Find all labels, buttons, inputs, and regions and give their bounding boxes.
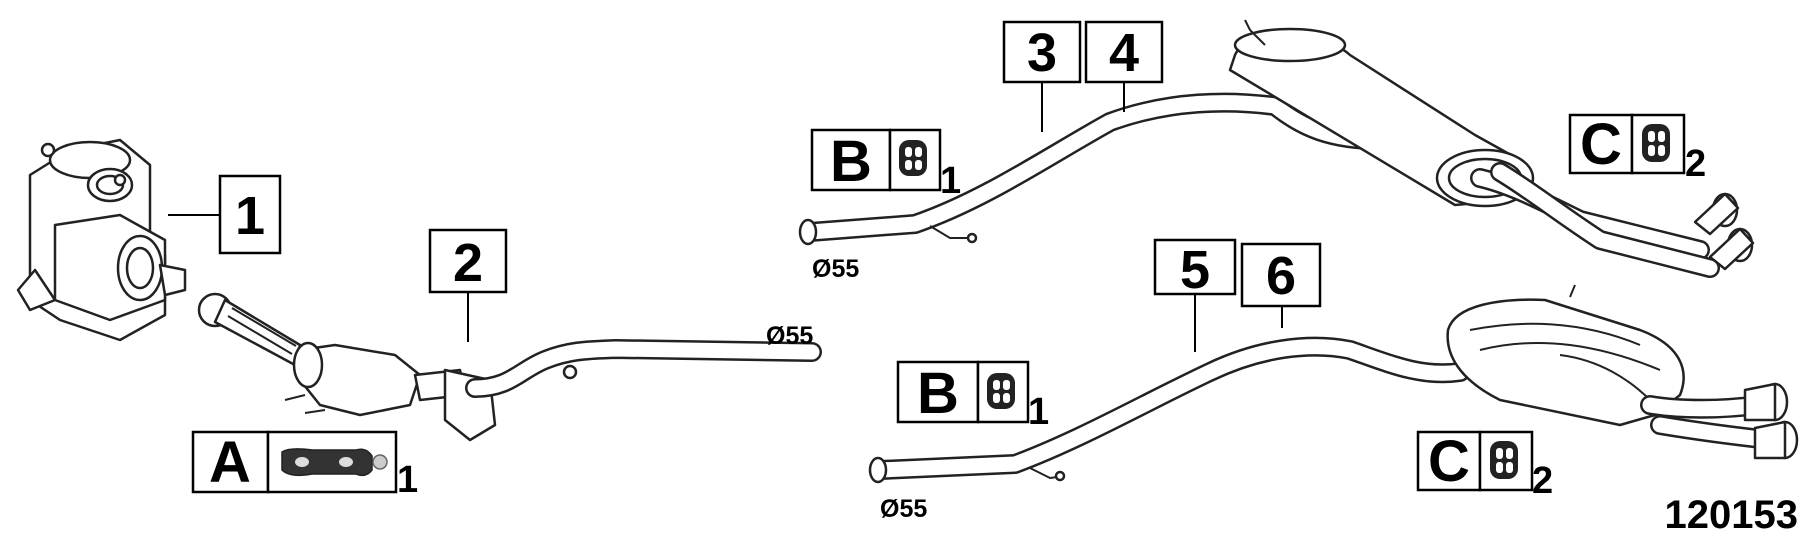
kit-quantity: 2: [1532, 460, 1553, 502]
part-number-label: 6: [1266, 246, 1296, 306]
kit-quantity: 1: [940, 160, 961, 202]
part-2-front-pipe: [465, 339, 822, 398]
pipe-diameter-label: Ø55: [880, 495, 927, 523]
pipe-diameter-label: Ø55: [812, 255, 859, 283]
kit-quantity: 1: [397, 459, 418, 501]
part-6-rear-silencer: [1446, 284, 1799, 460]
leader-lines: [168, 82, 1283, 352]
part-5-6-middle-pipe: [868, 336, 1470, 484]
flange-gasket-icon: [281, 448, 388, 477]
part-number-label: 5: [1180, 240, 1210, 300]
pipe-diameter-label: Ø55: [766, 322, 813, 350]
rubber-hanger-icon: [1642, 124, 1670, 162]
part-number-5: 5: [1153, 238, 1237, 300]
part-number-label: 1: [235, 186, 265, 246]
rubber-hanger-icon: [899, 140, 927, 176]
flex-pipe: [197, 292, 302, 367]
kit-c-upper: C 2: [1568, 112, 1706, 185]
part-number-2: 2: [428, 228, 508, 294]
part-number-4: 4: [1084, 20, 1164, 84]
kit-letter: B: [917, 361, 959, 426]
kit-letter: B: [830, 129, 872, 194]
kit-quantity: 1: [1028, 391, 1049, 433]
kit-letter: C: [1428, 429, 1470, 494]
kit-c-lower: C 2: [1416, 429, 1553, 502]
kit-quantity: 2: [1685, 143, 1706, 185]
diagram-reference-number: 120153: [1665, 493, 1798, 537]
part-number-label: 2: [453, 233, 483, 293]
kit-letter: C: [1580, 112, 1622, 177]
part-number-1: 1: [218, 174, 282, 255]
kit-letter: A: [209, 430, 251, 495]
kit-a: A 1: [191, 430, 418, 501]
kit-b-upper: B 1: [810, 128, 961, 202]
rubber-hanger-icon: [1490, 441, 1518, 479]
part-number-6: 6: [1240, 242, 1322, 308]
part-number-label: 3: [1027, 23, 1057, 83]
part-number-label: 4: [1109, 23, 1139, 83]
rubber-hanger-icon: [987, 373, 1015, 409]
front-catalyst: [284, 341, 497, 442]
part-number-3: 3: [1002, 20, 1082, 84]
kit-b-lower: B 1: [896, 360, 1049, 433]
part-4-rear-silencer: [1228, 19, 1755, 278]
catalytic-converter-dpf: [16, 138, 187, 342]
